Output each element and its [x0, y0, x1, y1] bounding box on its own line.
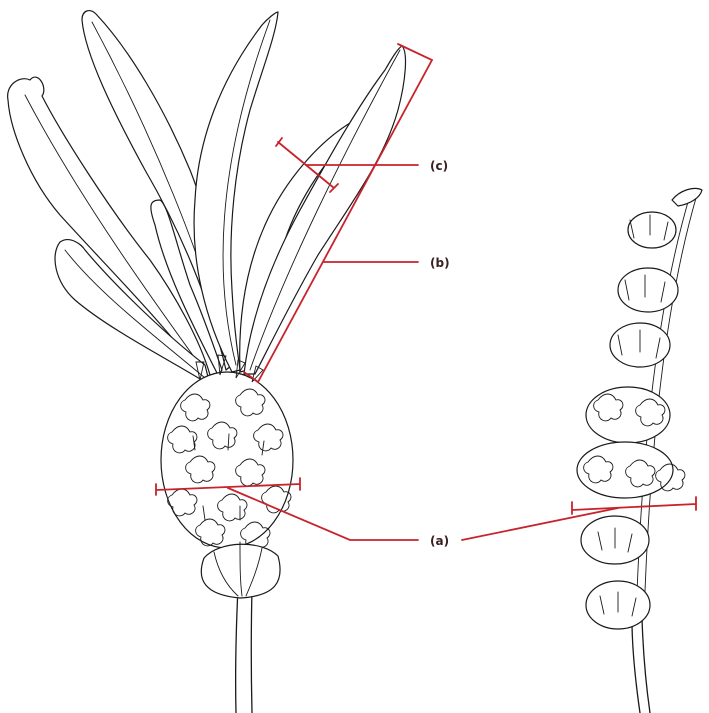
bracket-a-right	[572, 497, 696, 514]
flower-whorls	[577, 212, 685, 629]
bract-right	[244, 46, 405, 374]
flower-head	[161, 355, 293, 549]
right-stem	[632, 618, 650, 713]
label-c: (c)	[430, 159, 448, 173]
label-b: (b)	[430, 256, 450, 270]
english-lavender-drawing	[577, 188, 702, 713]
annotation-labels: (c) (b) (a)	[430, 159, 450, 548]
flower-head-body	[161, 372, 293, 548]
french-lavender-drawing	[8, 11, 406, 713]
sterile-bracts	[8, 11, 406, 385]
label-a: (a)	[430, 534, 449, 548]
left-stem	[236, 588, 252, 713]
